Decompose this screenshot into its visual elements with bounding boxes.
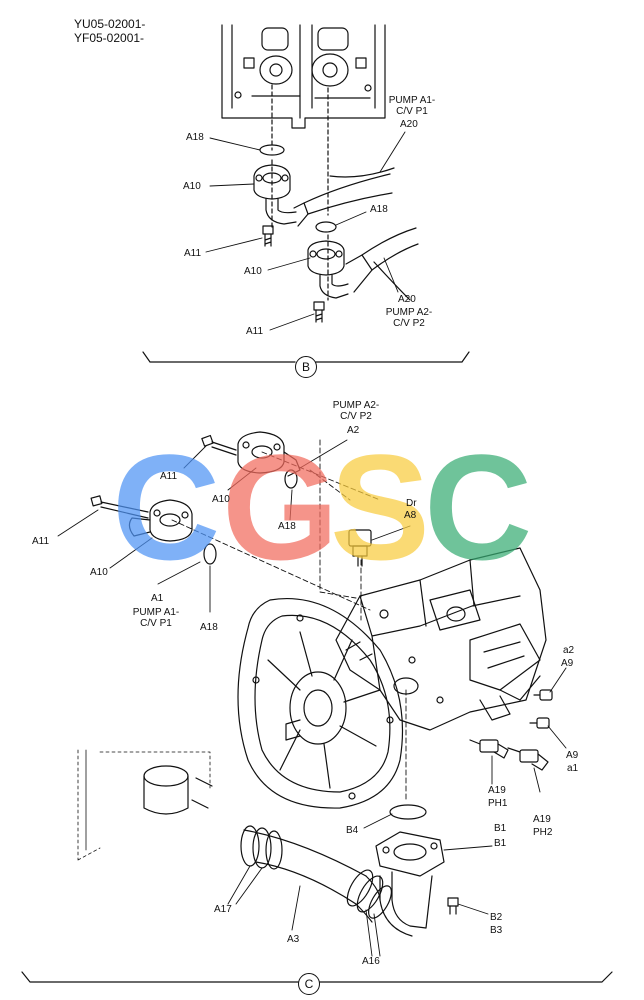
valve-block-top <box>221 24 386 129</box>
hose-a20-bottom <box>361 227 419 301</box>
o-ring-b4 <box>389 804 427 820</box>
centerlines-c <box>171 439 407 803</box>
label-a10-mid: A10 <box>244 266 262 277</box>
label-b1-b: B1 <box>494 838 507 849</box>
label-a11-left: A11 <box>32 536 50 547</box>
o-ring-a18-mid <box>315 221 337 233</box>
label-pump-a1-b-line1: PUMP A1- <box>388 95 436 106</box>
hose-a20-top <box>303 173 393 215</box>
leader-lines-c <box>57 439 567 957</box>
label-pump-a2-b-line1: PUMP A2- <box>385 307 433 318</box>
bracket-b <box>142 351 470 363</box>
bracket-c <box>21 971 613 983</box>
label-b4: B4 <box>346 825 359 836</box>
drain-plug-a8 <box>348 529 372 567</box>
suction-hose-a3 <box>243 829 381 923</box>
label-a11-bottom: A11 <box>246 326 264 337</box>
fitting-a9-upper <box>533 689 553 701</box>
label-a1: A1 <box>151 593 164 604</box>
section-marker-b: B <box>295 356 317 378</box>
label-a1-lower: a1 <box>567 763 579 774</box>
label-a20-bottom: A20 <box>398 294 416 305</box>
label-a10-top: A10 <box>183 181 201 192</box>
watermark-letter-s: S <box>330 423 431 591</box>
filter-canister <box>143 765 213 815</box>
flange-a10-upper <box>237 431 301 477</box>
label-a3: A3 <box>287 934 300 945</box>
label-a9-upper: A9 <box>561 658 574 669</box>
flange-a10-left <box>128 499 193 542</box>
hose-a20-outer <box>329 167 395 178</box>
hose-clamp-a16 <box>346 869 392 919</box>
label-pump-a1-c-line2: C/V P1 <box>140 618 172 629</box>
label-a8: A8 <box>404 510 417 521</box>
flywheel-housing <box>237 598 404 809</box>
label-a16: A16 <box>362 956 380 967</box>
label-ph1: PH1 <box>488 798 508 809</box>
label-a2-lower: a2 <box>563 645 575 656</box>
label-dr: Dr <box>406 498 417 509</box>
label-a17: A17 <box>214 904 232 915</box>
label-pump-a2-c-line2: C/V P2 <box>340 411 372 422</box>
hydraulic-pump-body <box>335 547 547 731</box>
centerline-b <box>271 84 329 301</box>
label-a10-left: A10 <box>90 567 108 578</box>
section-marker-c: C <box>298 973 320 995</box>
label-pump-a2-b-line2: C/V P2 <box>393 318 425 329</box>
model-code-line-2: YF05-02001- <box>74 31 145 45</box>
bolt-a11-left <box>90 495 149 519</box>
watermark-letter-g: G <box>222 423 339 591</box>
frame-dashed <box>77 749 211 861</box>
label-b3: B3 <box>490 925 503 936</box>
watermark-letter-c2: C <box>424 423 533 591</box>
label-a18-upper: A18 <box>278 521 296 532</box>
bolt-a11-top <box>262 225 274 247</box>
leader-lines-b <box>205 131 406 331</box>
sensor-a19-ph1 <box>469 739 509 759</box>
flange-a10-mid <box>307 240 373 299</box>
label-a2: A2 <box>347 425 360 436</box>
o-ring-a18-upper <box>284 469 298 489</box>
label-b1-a: B1 <box>494 823 507 834</box>
label-pump-a1-c-line1: PUMP A1- <box>132 607 180 618</box>
label-a18-top: A18 <box>186 132 204 143</box>
fitting-a9-lower <box>529 717 550 729</box>
label-a11-top: A11 <box>184 248 202 259</box>
o-ring-a18-left <box>203 543 217 565</box>
label-a18-left: A18 <box>200 622 218 633</box>
label-pump-a2-c-line1: PUMP A2- <box>332 400 380 411</box>
bolt-b2 <box>447 897 459 915</box>
label-a20-top: A20 <box>400 119 418 130</box>
flange-a10-top <box>253 164 309 227</box>
suction-flange-b1 <box>375 831 445 937</box>
label-a11-upper: A11 <box>160 471 178 482</box>
label-pump-a1-b-line2: C/V P1 <box>396 106 428 117</box>
model-code-line-1: YU05-02001- <box>74 17 146 31</box>
label-a19-ph2: A19 <box>533 814 551 825</box>
label-a9-lower: A9 <box>566 750 579 761</box>
label-b2: B2 <box>490 912 503 923</box>
label-a18-mid: A18 <box>370 204 388 215</box>
sensor-a19-ph2 <box>507 747 549 771</box>
watermark-letter-c1: C <box>112 423 221 591</box>
bolt-a11-upper <box>201 434 237 456</box>
label-a19-ph1: A19 <box>488 785 506 796</box>
bolt-a11-bottom <box>313 301 325 323</box>
label-a10-upper: A10 <box>212 494 230 505</box>
label-ph2: PH2 <box>533 827 553 838</box>
